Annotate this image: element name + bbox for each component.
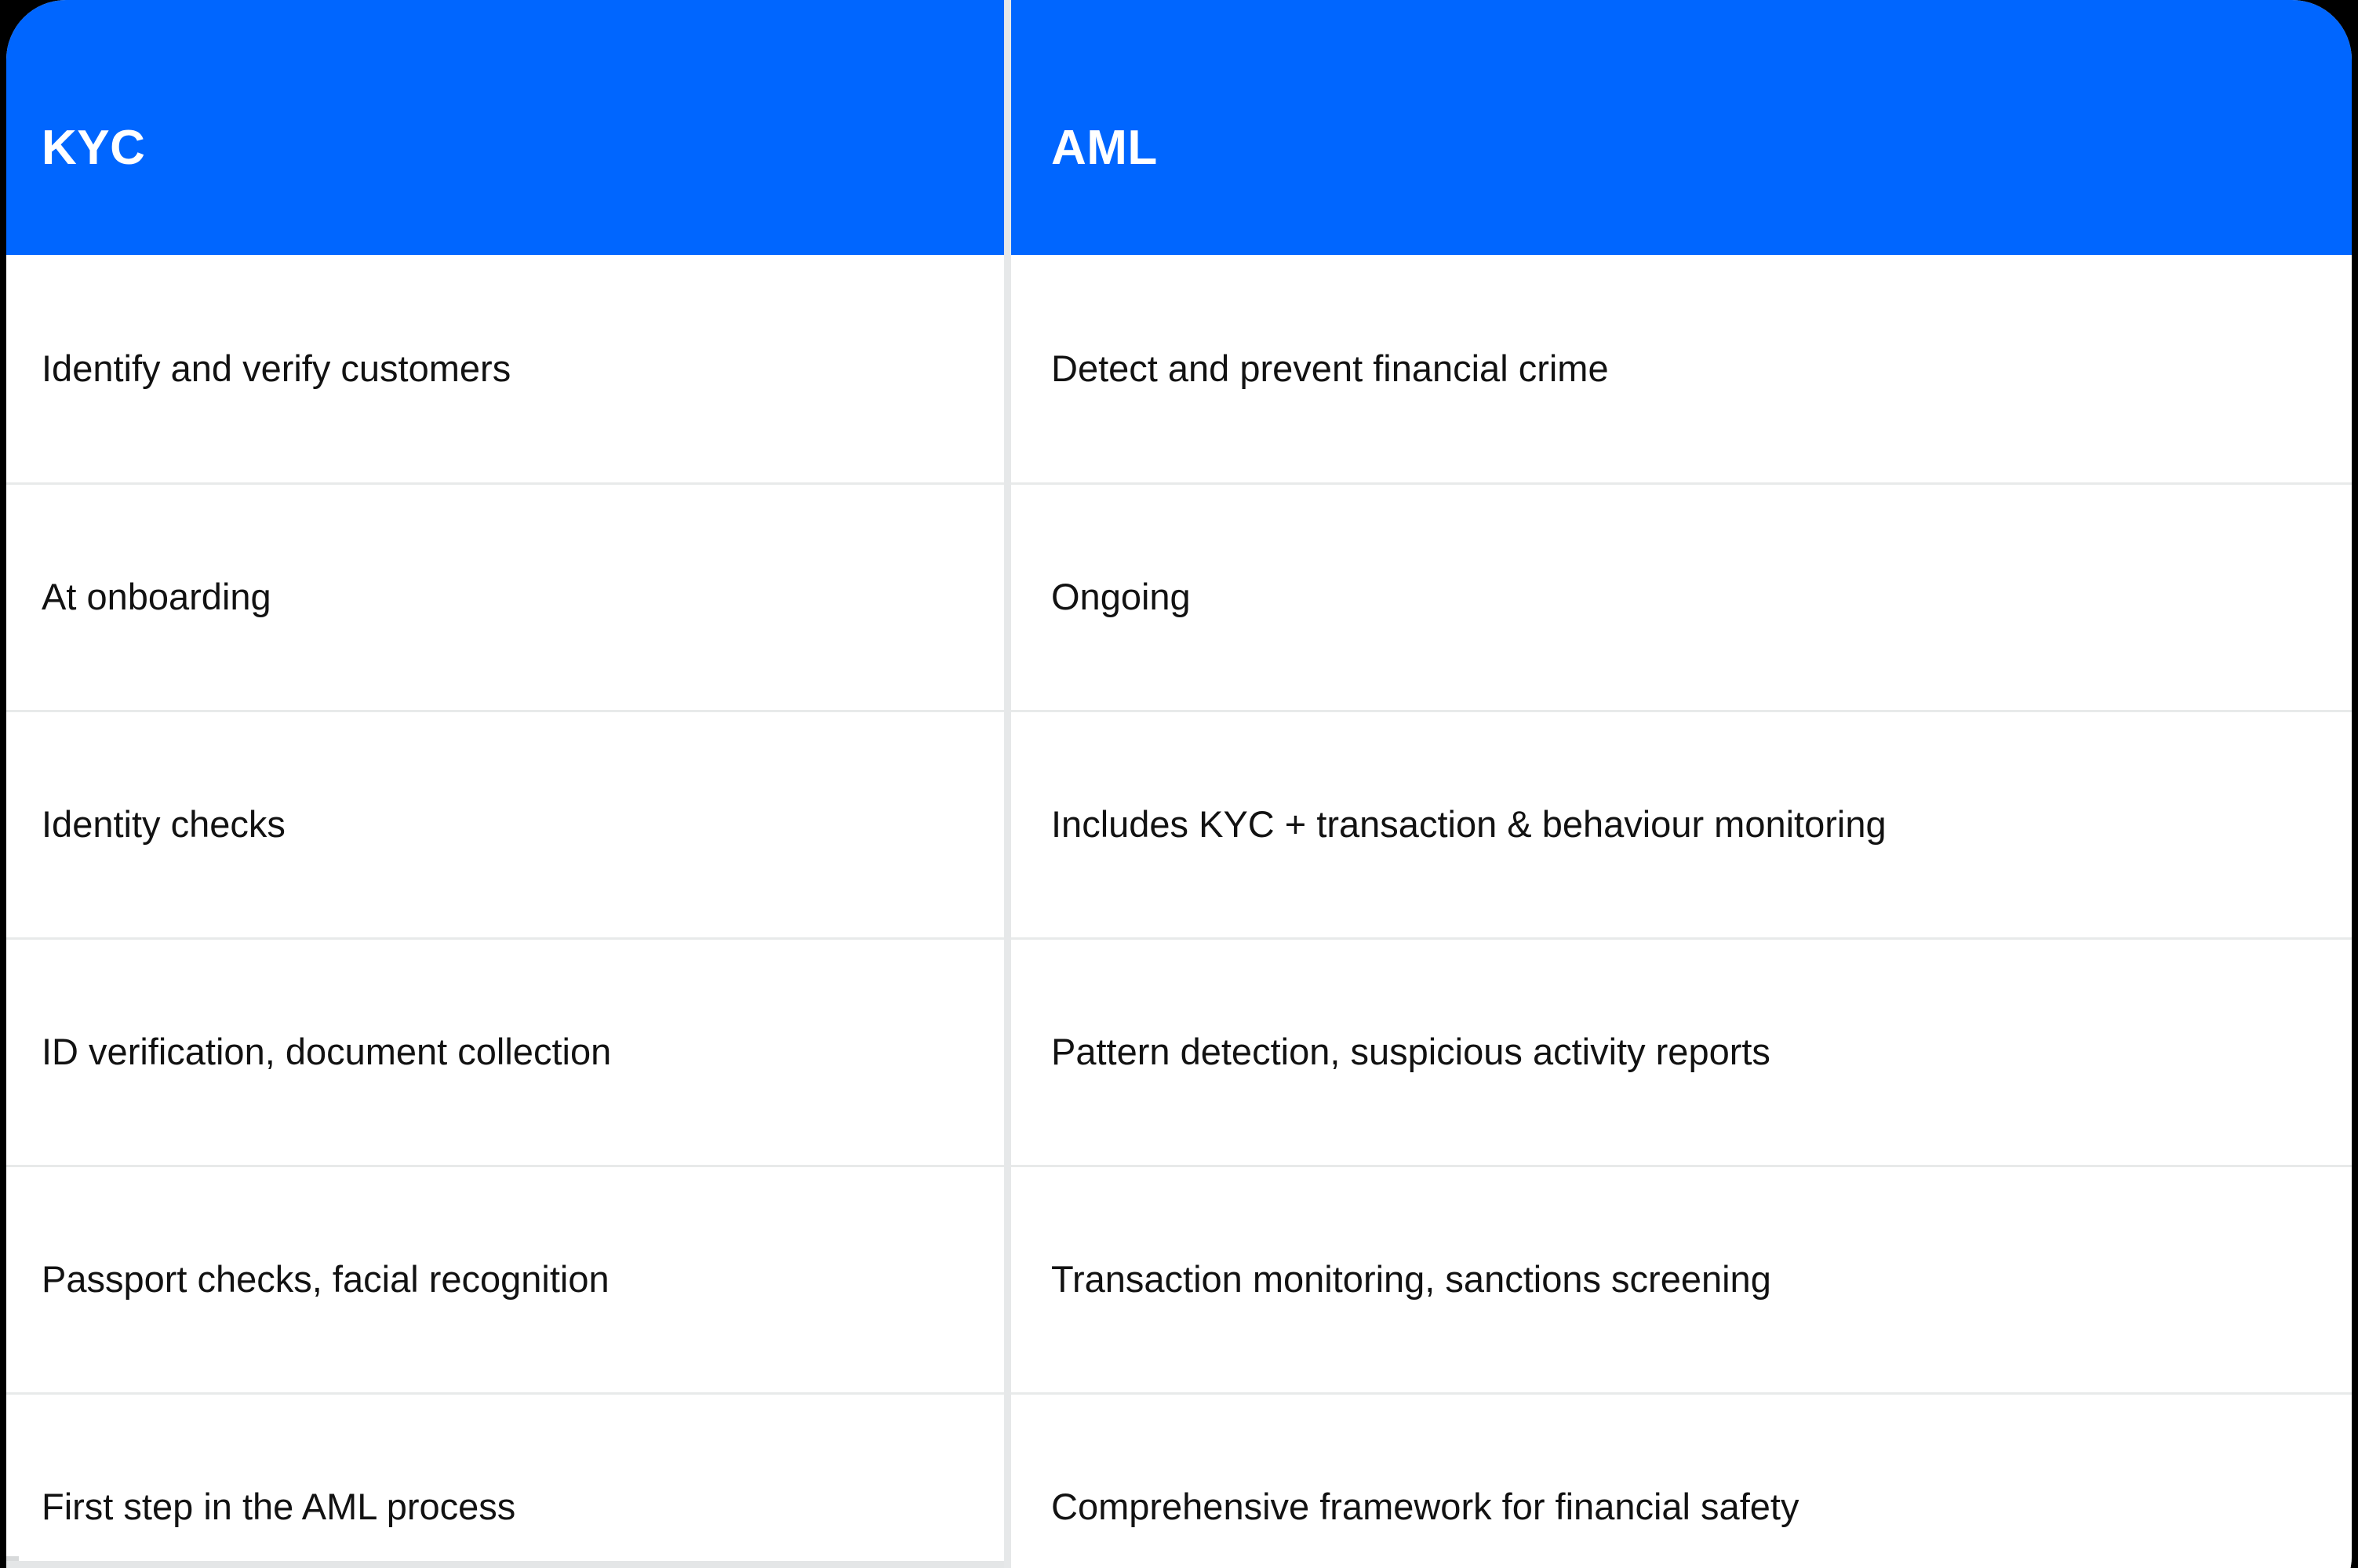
cell-text: Ongoing: [1051, 576, 1191, 618]
table-header-cell-kyc: KYC: [6, 0, 1004, 255]
table-row: ID verification, document collection Pat…: [6, 937, 2352, 1165]
column-title-kyc: KYC: [42, 121, 146, 175]
cell-text: First step in the AML process: [42, 1486, 516, 1528]
table-cell-aml: Comprehensive framework for financial sa…: [1004, 1395, 2352, 1568]
cell-text: Identity checks: [42, 803, 286, 846]
table-row: Passport checks, facial recognition Tran…: [6, 1165, 2352, 1392]
cell-text: Comprehensive framework for financial sa…: [1051, 1486, 1799, 1528]
table-cell-kyc: Identity checks: [6, 712, 1004, 937]
cell-text: Identify and verify customers: [42, 347, 511, 389]
cell-text: Passport checks, facial recognition: [42, 1258, 610, 1301]
kyc-aml-comparison-card: KYC AML Identify and verify customers De…: [6, 0, 2352, 1568]
cell-text: Includes KYC + transaction & behaviour m…: [1051, 803, 1887, 846]
table-row: Identify and verify customers Detect and…: [6, 255, 2352, 482]
table-cell-aml: Transaction monitoring, sanctions screen…: [1004, 1167, 2352, 1392]
table-cell-kyc: Passport checks, facial recognition: [6, 1167, 1004, 1392]
table-cell-aml: Pattern detection, suspicious activity r…: [1004, 940, 2352, 1165]
cell-text: Detect and prevent financial crime: [1051, 347, 1609, 389]
table-header-cell-aml: AML: [1004, 0, 2352, 255]
cell-text: ID verification, document collection: [42, 1031, 612, 1073]
cell-text: Transaction monitoring, sanctions screen…: [1051, 1258, 1771, 1301]
table-cell-aml: Includes KYC + transaction & behaviour m…: [1004, 712, 2352, 937]
table-row: At onboarding Ongoing: [6, 482, 2352, 710]
table-cell-kyc: ID verification, document collection: [6, 940, 1004, 1165]
bottom-edge-strip: [6, 1561, 1004, 1568]
column-title-aml: AML: [1051, 121, 1158, 175]
cell-text: Pattern detection, suspicious activity r…: [1051, 1031, 1770, 1073]
table-header-row: KYC AML: [6, 0, 2352, 255]
cell-text: At onboarding: [42, 576, 271, 618]
table-cell-aml: Detect and prevent financial crime: [1004, 255, 2352, 482]
table-cell-kyc: Identify and verify customers: [6, 255, 1004, 482]
table-row: First step in the AML process Comprehens…: [6, 1392, 2352, 1568]
table-row: Identity checks Includes KYC + transacti…: [6, 710, 2352, 937]
table-cell-aml: Ongoing: [1004, 485, 2352, 710]
bottom-edge-strip-tail: [6, 1556, 19, 1561]
table-body: Identify and verify customers Detect and…: [6, 255, 2352, 1568]
table-cell-kyc: At onboarding: [6, 485, 1004, 710]
table-cell-kyc: First step in the AML process: [6, 1395, 1004, 1568]
